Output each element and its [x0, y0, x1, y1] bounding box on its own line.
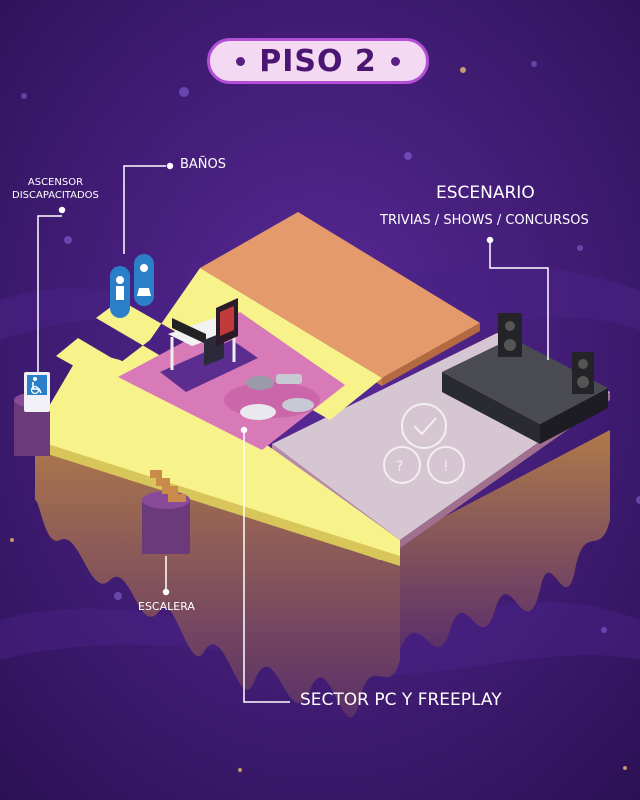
gamepad-icon — [282, 398, 314, 412]
pc-sector-label: SECTOR PC Y FREEPLAY — [300, 690, 502, 710]
island-underside-right — [400, 430, 610, 650]
svg-text:!: ! — [443, 459, 449, 475]
wheelchair-icon — [27, 375, 47, 395]
stage-title-label: ESCENARIO — [436, 183, 535, 203]
monitor-icon — [172, 318, 206, 344]
bathrooms-label: BAÑOS — [180, 157, 227, 172]
gamepad-icon — [276, 374, 302, 384]
exclamation-bubble-icon — [427, 446, 465, 484]
island-underside-left — [35, 430, 400, 718]
elevator-label: ASCENSOR DISCAPACITADOS — [12, 176, 99, 202]
restroom-person-icon — [134, 254, 154, 306]
speech-bubbles: ? ! — [383, 403, 465, 484]
sparkles — [10, 67, 627, 772]
elevator-label-line2: DISCAPACITADOS — [12, 190, 99, 201]
page-title-pill: PISO 2 — [207, 38, 429, 84]
elevator-column — [14, 372, 50, 456]
orange-block — [200, 212, 480, 378]
gamepad-icon — [240, 404, 276, 420]
svg-text:?: ? — [396, 459, 403, 475]
page-title: PISO 2 — [259, 43, 377, 79]
bullet-dot — [390, 56, 400, 66]
stairs-label: ESCALERA — [138, 600, 195, 613]
stage-subtitle-label: TRIVIAS / SHOWS / CONCURSOS — [380, 213, 589, 228]
leader-lines — [37, 162, 549, 703]
bullet-dot — [236, 56, 246, 66]
stage-platform — [442, 313, 608, 444]
bokeh-dots — [21, 61, 640, 633]
elevator-label-line1: ASCENSOR — [27, 177, 84, 188]
stairs-column — [142, 470, 190, 554]
gamepad-icons — [240, 374, 314, 420]
gamepad-icon — [246, 376, 274, 390]
question-bubble-icon — [383, 446, 421, 484]
bathroom-signs — [110, 254, 154, 318]
stairs-icon — [150, 470, 186, 502]
checkmark-bubble-icon — [401, 403, 447, 449]
pc-desk — [168, 298, 238, 370]
